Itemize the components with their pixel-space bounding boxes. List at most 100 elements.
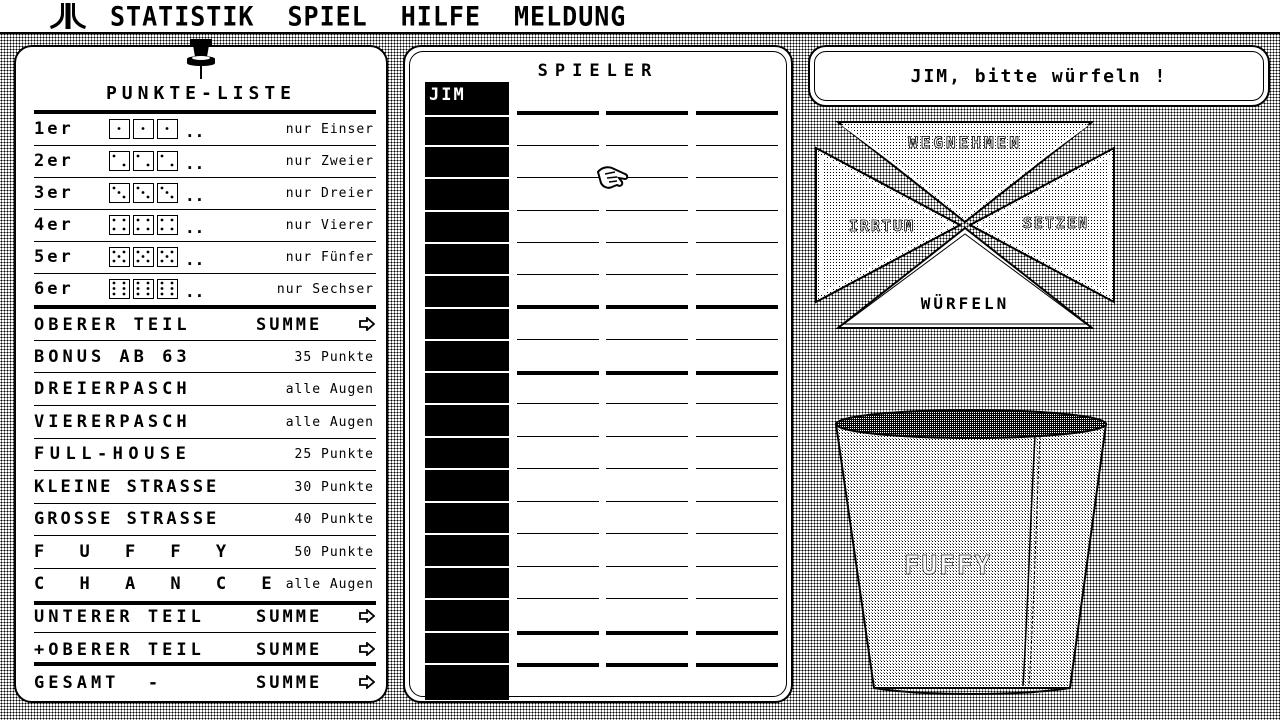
score-cell[interactable] (696, 147, 778, 175)
player-name-jim[interactable]: JIM (429, 85, 466, 105)
grid-line (606, 177, 688, 178)
score-cell[interactable] (606, 405, 688, 433)
upper-sum2-row[interactable]: +OBERER TEIL SUMME (34, 634, 376, 666)
grid-line (517, 533, 599, 534)
setzen-label: SETZEN (1023, 214, 1089, 232)
score-cell[interactable] (606, 212, 688, 240)
lower-sum-row[interactable]: UNTERER TEIL SUMME (34, 601, 376, 633)
score-cell[interactable] (696, 438, 778, 466)
score-cell[interactable] (517, 179, 599, 207)
score-cell[interactable] (606, 244, 688, 272)
grid-line (517, 339, 599, 340)
score-cell[interactable] (517, 535, 599, 563)
score-cell[interactable] (696, 179, 778, 207)
total-row[interactable]: GESAMT - SUMME (34, 667, 376, 699)
upper-sum-label: OBERER TEIL (34, 315, 191, 335)
score-cell[interactable] (517, 147, 599, 175)
atari-fuji-icon[interactable] (48, 2, 88, 30)
score-cell[interactable] (517, 665, 599, 693)
score-cell[interactable] (606, 535, 688, 563)
score-cell[interactable] (517, 438, 599, 466)
score-cell[interactable] (696, 405, 778, 433)
score-cell-separator (425, 307, 509, 309)
score-cell[interactable] (517, 405, 599, 433)
menu-spiel[interactable]: SPIEL (287, 0, 368, 32)
score-cell[interactable] (696, 309, 778, 337)
score-row-5er[interactable]: 5er..nur Fünfer (34, 241, 376, 273)
grid-line (696, 403, 778, 404)
score-cell[interactable] (517, 503, 599, 531)
score-row-6er[interactable]: 6er..nur Sechser (34, 273, 376, 305)
score-cell[interactable] (696, 373, 778, 401)
score-cell[interactable] (696, 276, 778, 304)
score-cell[interactable] (606, 665, 688, 693)
score-cell[interactable] (696, 115, 778, 143)
divider (34, 209, 376, 210)
total-sum-text: SUMME (256, 673, 323, 693)
dice-cup-icon[interactable]: FUFFY (830, 406, 1112, 698)
menu-hilfe[interactable]: HILFE (400, 0, 481, 32)
score-row-label: F U F F Y (34, 541, 239, 562)
score-row-4er[interactable]: 4er..nur Vierer (34, 209, 376, 241)
score-cell[interactable] (517, 115, 599, 143)
score-cell[interactable] (606, 568, 688, 596)
die-face-icon (133, 247, 154, 267)
score-cell[interactable] (606, 503, 688, 531)
score-cell[interactable] (696, 470, 778, 498)
divider (34, 372, 376, 373)
score-row-3er[interactable]: 3er..nur Dreier (34, 177, 376, 209)
score-cell[interactable] (696, 535, 778, 563)
score-cell[interactable] (517, 600, 599, 628)
score-cell[interactable] (517, 633, 599, 661)
score-cell[interactable] (696, 341, 778, 369)
score-cell[interactable] (517, 276, 599, 304)
dice-group: .. (109, 119, 204, 140)
score-row-1er[interactable]: 1er..nur Einser (34, 113, 376, 145)
ellipsis: .. (185, 154, 205, 173)
grid-line (517, 403, 599, 404)
wegnehmen-button[interactable]: WEGNEHMEN (835, 121, 1095, 224)
grid-line (517, 177, 599, 178)
bonus-row[interactable]: BONUS AB 63 35 Punkte (34, 341, 376, 373)
score-cell[interactable] (606, 470, 688, 498)
lower-sum-label: UNTERER TEIL (34, 607, 205, 627)
score-cell[interactable] (696, 568, 778, 596)
score-cell[interactable] (696, 212, 778, 240)
score-cell[interactable] (517, 212, 599, 240)
score-cell[interactable] (606, 373, 688, 401)
score-cell[interactable] (606, 438, 688, 466)
score-cell[interactable] (606, 633, 688, 661)
score-row-2er[interactable]: 2er..nur Zweier (34, 145, 376, 177)
score-cell[interactable] (696, 600, 778, 628)
score-cell[interactable] (517, 373, 599, 401)
score-cell[interactable] (517, 568, 599, 596)
score-cell[interactable] (606, 600, 688, 628)
wuerfeln-button[interactable]: WÜRFELN (835, 226, 1095, 329)
setzen-button[interactable]: SETZEN (967, 146, 1115, 304)
score-cell[interactable] (606, 115, 688, 143)
score-cell[interactable] (517, 341, 599, 369)
score-cell[interactable] (696, 503, 778, 531)
upper-sum-row[interactable]: OBERER TEIL SUMME (34, 309, 376, 341)
menu-statistik[interactable]: STATISTIK (110, 0, 255, 32)
score-cell[interactable] (517, 309, 599, 337)
score-cell[interactable] (696, 244, 778, 272)
bonus-desc: 35 Punkte (294, 350, 374, 365)
menu-meldung[interactable]: MELDUNG (514, 0, 627, 32)
score-cell[interactable] (606, 309, 688, 337)
score-cell[interactable] (606, 276, 688, 304)
irrtum-button[interactable]: IRRTUM (815, 146, 963, 304)
score-cell[interactable] (517, 470, 599, 498)
score-cell[interactable] (696, 665, 778, 693)
score-cell[interactable] (517, 244, 599, 272)
die-face-icon (133, 279, 154, 299)
score-cell[interactable] (606, 341, 688, 369)
score-cell[interactable] (696, 633, 778, 661)
